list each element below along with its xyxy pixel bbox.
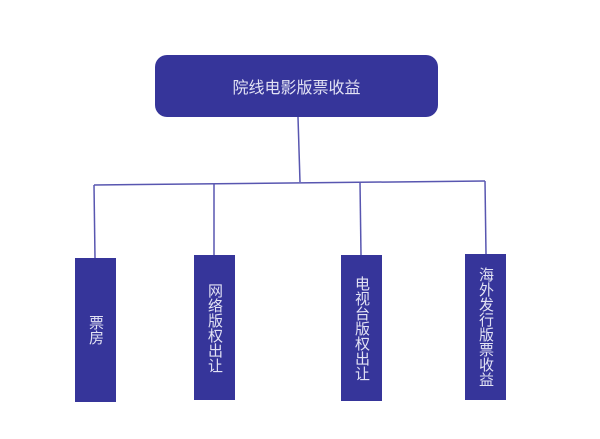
child-label: 网络版权出让 — [206, 282, 224, 373]
child-label: 票房 — [87, 315, 105, 345]
child-node-online-rights: 网络版权出让 — [194, 255, 235, 400]
horizontal-connector — [93, 180, 486, 186]
child-connector-3 — [359, 181, 362, 256]
child-node-box-office: 票房 — [75, 258, 116, 402]
child-label: 海外发行版票收益 — [477, 267, 495, 387]
root-connector — [297, 116, 301, 183]
child-connector-4 — [484, 180, 487, 255]
child-connector-1 — [93, 184, 96, 259]
child-node-tv-rights: 电视台版权出让 — [341, 255, 382, 401]
child-label: 电视台版权出让 — [353, 275, 371, 381]
root-label: 院线电影版票收益 — [232, 78, 361, 97]
child-node-overseas-distribution: 海外发行版票收益 — [465, 254, 506, 400]
root-node: 院线电影版票收益 — [155, 55, 438, 117]
